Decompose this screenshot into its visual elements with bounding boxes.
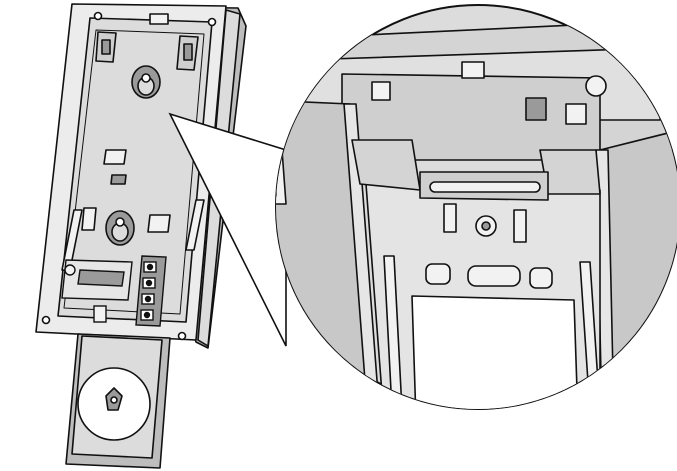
cover-panel — [65, 333, 171, 469]
keyhole-slot-bottom — [105, 210, 135, 246]
terminal-block — [61, 255, 167, 327]
tamper-switch-detail — [275, 4, 677, 410]
keyhole-slot-top — [131, 65, 161, 99]
back-plate — [35, 3, 247, 349]
